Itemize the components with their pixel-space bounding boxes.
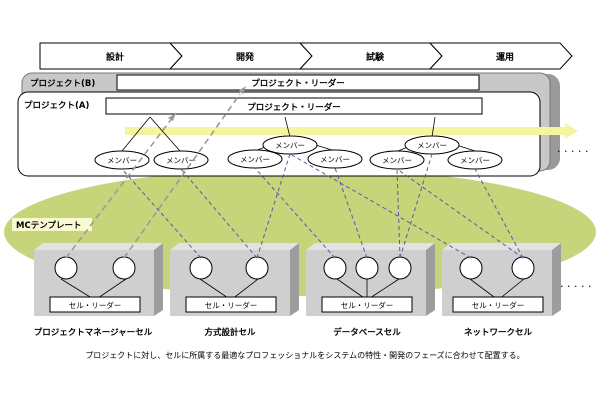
member-label: メンバー bbox=[460, 156, 490, 165]
phase-bar: 設計 開発 試験 運用 bbox=[39, 42, 573, 70]
cell-box-side bbox=[154, 243, 163, 316]
member-label: メンバー bbox=[275, 141, 305, 150]
cell-leader-label: セル・リーダー bbox=[205, 300, 258, 310]
cell-leader-label: セル・リーダー bbox=[341, 300, 394, 310]
template-label: MCテンプレート bbox=[16, 220, 81, 231]
member-label: メンバー bbox=[107, 156, 137, 165]
project-b-leader-box bbox=[116, 74, 480, 91]
cell-member-circle bbox=[355, 256, 379, 280]
member-group: メンバー メンバー メンバー メンバー メンバー メンバー メンバー メンバー bbox=[94, 135, 503, 170]
member-ellipse bbox=[262, 135, 318, 155]
member-label: メンバー bbox=[382, 156, 412, 165]
cell-member-circle bbox=[388, 256, 412, 280]
caption: プロジェクトに対し、セルに所属する最適なプロフェッショナルをシステムの特性・開発… bbox=[85, 350, 524, 360]
cell-box-top bbox=[170, 243, 299, 250]
cell-leader-box bbox=[452, 296, 544, 313]
phase-arrow-head bbox=[565, 123, 578, 139]
cell-leader-box bbox=[49, 296, 141, 313]
cell-name-network: ネットワークセル bbox=[464, 327, 533, 338]
phase-label-operation: 運用 bbox=[496, 52, 514, 63]
leader-assignment-lines bbox=[65, 93, 241, 259]
cell-architecture: セル・リーダー bbox=[170, 243, 299, 316]
cell-name-pm: プロジェクトマネージャーセル bbox=[34, 327, 153, 338]
cell-box-side bbox=[552, 243, 561, 316]
cell-pm: セル・リーダー bbox=[34, 243, 163, 316]
phase-label-develop: 開発 bbox=[236, 51, 255, 63]
member-label: メンバー bbox=[417, 141, 447, 150]
cell-database: セル・リーダー bbox=[306, 243, 435, 316]
leader-assignment-arrowheads bbox=[168, 86, 246, 121]
cell-leader-box bbox=[185, 296, 277, 313]
phase-chevron-operation bbox=[428, 42, 573, 70]
project-b-leader-label: プロジェクト・リーダー bbox=[251, 78, 345, 89]
cell-leader-label: セル・リーダー bbox=[69, 300, 122, 310]
member-assignment-lines bbox=[121, 153, 524, 259]
cell-name-architecture: 方式設計セル bbox=[204, 327, 256, 338]
project-b-label: プロジェクト(B) bbox=[30, 78, 95, 89]
phase-arrow-body bbox=[125, 127, 565, 135]
member-ellipse bbox=[153, 150, 209, 170]
cell-member-circle bbox=[54, 256, 78, 280]
project-a-leader-label: プロジェクト・リーダー bbox=[247, 102, 341, 113]
member-label: メンバー bbox=[320, 155, 350, 164]
cell-box-side bbox=[290, 243, 299, 316]
cell-leader-box bbox=[321, 296, 413, 313]
ellipsis-bottom: . . . . . bbox=[560, 277, 591, 290]
project-a-panel: プロジェクト(A) プロジェクト・リーダー bbox=[17, 91, 578, 177]
member-label: メンバー bbox=[166, 156, 196, 165]
cell-member-circle bbox=[323, 256, 347, 280]
member-ellipse bbox=[307, 149, 363, 169]
cell-box-top bbox=[34, 243, 163, 250]
template-label-box bbox=[12, 218, 92, 231]
cell-member-circle bbox=[112, 256, 136, 280]
member-label: メンバー bbox=[240, 155, 270, 164]
project-a-leader-box bbox=[105, 97, 483, 115]
cell-box-side bbox=[426, 243, 435, 316]
cell-member-circle bbox=[245, 256, 269, 280]
phase-label-test: 試験 bbox=[366, 51, 385, 63]
cell-boxes: セル・リーダー セル・リーダー セル・リーダー bbox=[34, 243, 561, 316]
cell-box-top bbox=[442, 243, 561, 250]
project-a-label: プロジェクト(A) bbox=[24, 100, 89, 111]
cell-member-circle bbox=[511, 256, 535, 280]
cell-member-circle bbox=[189, 256, 213, 280]
cell-network: セル・リーダー bbox=[442, 243, 561, 316]
ellipsis-top: . . . . . bbox=[557, 142, 588, 155]
phase-label-design: 設計 bbox=[106, 51, 124, 63]
cell-member-circle bbox=[459, 256, 483, 280]
cell-leader-label: セル・リーダー bbox=[472, 300, 525, 310]
cell-name-database: データベースセル bbox=[333, 327, 401, 338]
